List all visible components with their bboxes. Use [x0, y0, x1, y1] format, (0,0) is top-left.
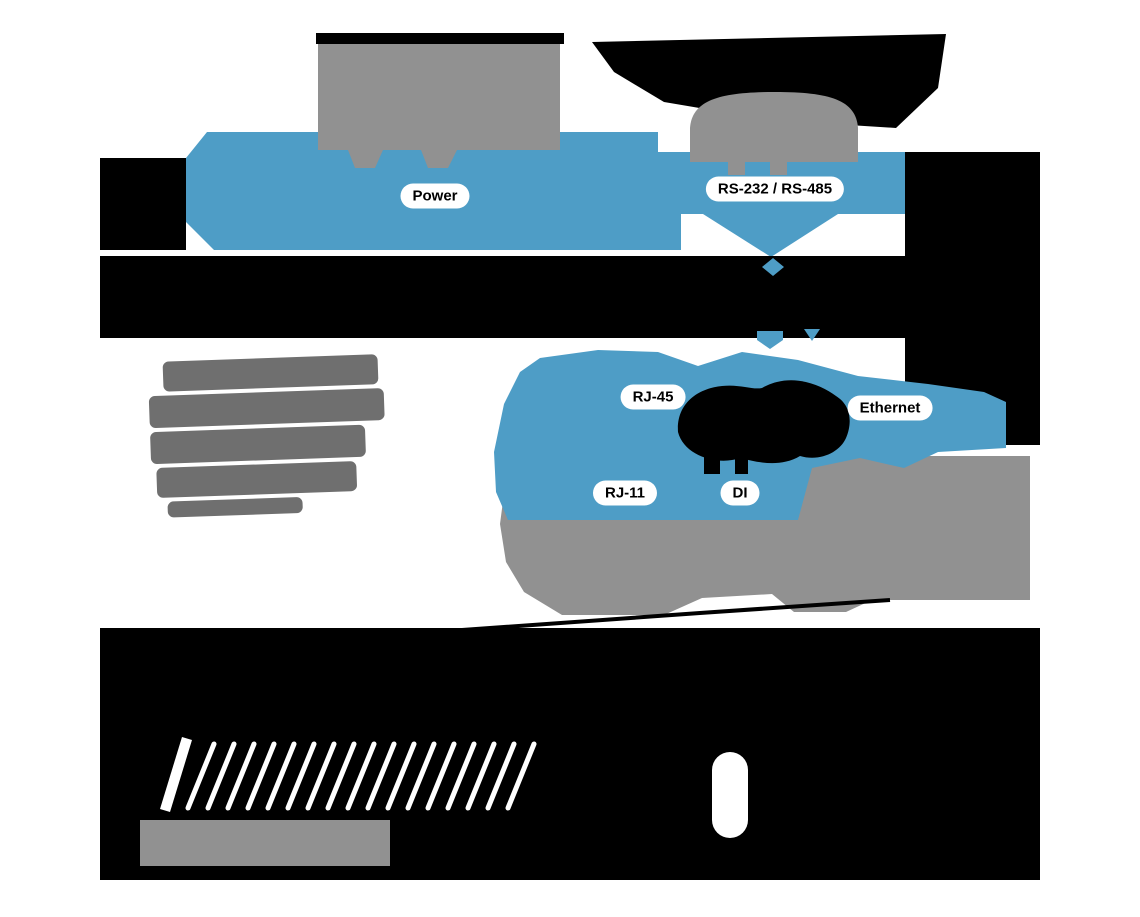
capsule-cutout: [712, 752, 748, 838]
serial-cable-silhouette: [592, 34, 946, 128]
rj45-port-label: RJ-45: [620, 384, 686, 410]
serial-connector-silhouette: [690, 92, 858, 162]
hatch-texture: [160, 737, 537, 812]
rj11-port-label: RJ-11: [592, 480, 658, 506]
di-port-label: DI: [720, 480, 760, 506]
serial-connector-pin-right: [770, 160, 787, 175]
serial-port-label: RS-232 / RS-485: [705, 176, 845, 202]
left-device-silhouette: [100, 158, 186, 250]
connector-detail-left: [704, 448, 720, 474]
down-arrow-pentagon-icon: [757, 331, 783, 349]
serial-connector-pin-left: [728, 160, 745, 175]
terminal-block-silhouette: [318, 44, 560, 168]
down-arrow-diamond-icon: [762, 258, 784, 276]
connector-detail-right: [735, 452, 748, 474]
top-connector-bar: [316, 33, 564, 44]
ethernet-port-label: Ethernet: [847, 395, 933, 421]
cable-line: [461, 598, 891, 632]
label-plate: [140, 820, 390, 866]
power-port-label: Power: [400, 183, 470, 209]
connector-photo-silhouette: [677, 380, 850, 464]
device-midsection-silhouette: [100, 256, 1040, 338]
down-arrow-triangle-icon: [804, 329, 820, 341]
grayed-text-block: [148, 354, 385, 518]
